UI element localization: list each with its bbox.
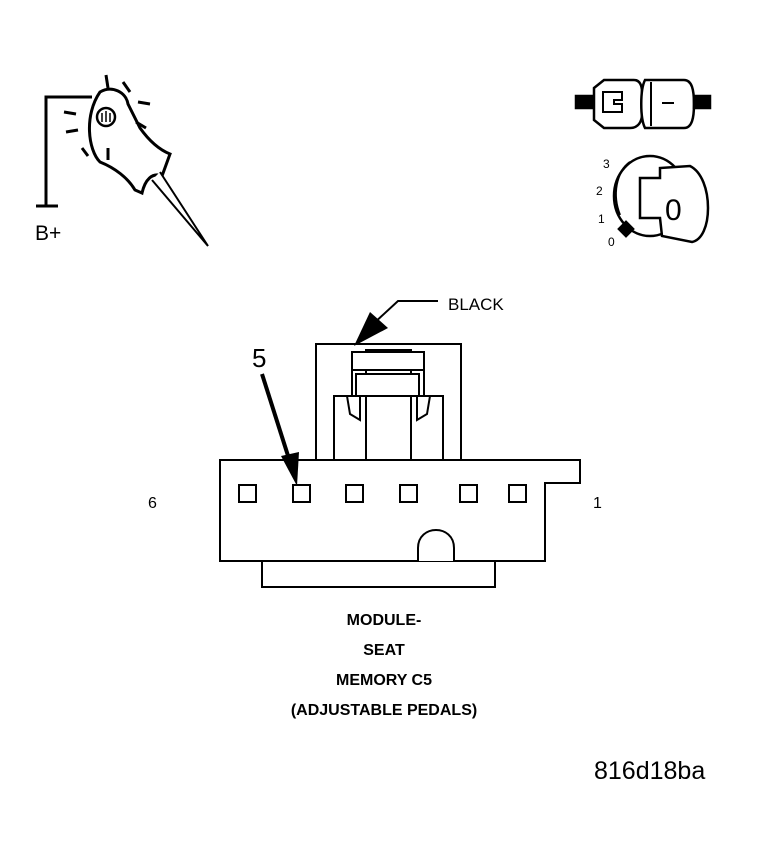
caption-line-3: MEMORY C5 <box>335 672 432 689</box>
figure-id: 816d18ba <box>594 757 706 785</box>
cavity-callout-arrow <box>260 373 299 486</box>
caption-line-4: (ADJUSTABLE PEDALS) <box>290 702 478 719</box>
caption-line-2: SEAT <box>363 642 405 659</box>
test-light-icon <box>36 74 209 247</box>
connector-cavities <box>238 484 527 503</box>
disconnect-connector-icon <box>574 78 712 130</box>
cavity-4 <box>345 484 364 503</box>
cavity-2 <box>459 484 478 503</box>
connector-face <box>219 343 581 588</box>
cavity-5 <box>292 484 311 503</box>
pin-label-1: 1 <box>593 495 602 512</box>
b-plus-label: B+ <box>35 222 61 245</box>
ignition-position-1: 1 <box>598 212 605 226</box>
cavity-3 <box>399 484 418 503</box>
pin-label-6: 6 <box>148 495 157 512</box>
cavity-6 <box>238 484 257 503</box>
ignition-key-icon <box>612 154 710 244</box>
ignition-position-labels: 3 2 1 0 <box>596 157 615 249</box>
color-callout-leader <box>354 300 438 346</box>
caption-line-1: MODULE- <box>346 612 422 629</box>
cavity-1 <box>508 484 527 503</box>
ignition-position-2: 2 <box>596 184 603 198</box>
ignition-position-0: 0 <box>608 235 615 249</box>
key-position-readout: 0 <box>665 194 682 227</box>
connector-color-label: BLACK <box>448 295 504 314</box>
cavity-callout-number: 5 <box>252 343 266 373</box>
ignition-position-3: 3 <box>603 157 610 171</box>
